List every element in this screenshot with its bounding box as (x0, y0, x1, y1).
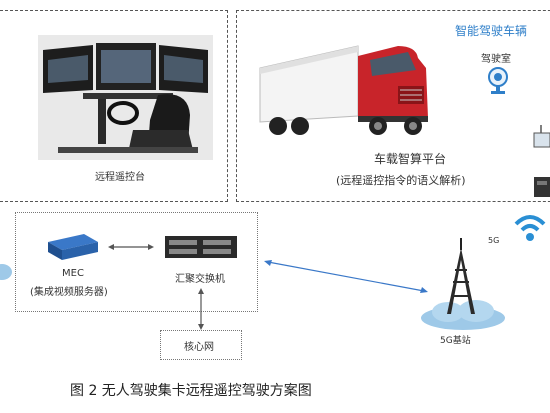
remote-console-image (38, 35, 213, 160)
device-icon (532, 175, 550, 199)
platform-subtitle: (远程遥控指令的语义解析) (336, 174, 466, 187)
base-station-cloud (418, 296, 508, 332)
mec-sub-label: (集成视频服务器) (30, 287, 108, 298)
wifi-icon (512, 210, 548, 244)
vehicle-system-title: 智能驾驶车辆 (455, 24, 528, 38)
router-icon (532, 125, 550, 151)
mec-label: MEC (62, 268, 84, 279)
network-region (15, 212, 258, 312)
remote-console-label: 远程遥控台 (95, 172, 145, 183)
console-region (0, 10, 228, 202)
switch-label: 汇聚交换机 (175, 274, 225, 285)
base-station-label: 5G基站 (440, 336, 471, 346)
core-network-label: 核心网 (184, 342, 214, 353)
mec-server-icon (44, 232, 100, 262)
aggregation-switch-icon (165, 236, 237, 258)
cab-label: 驾驶室 (481, 54, 511, 65)
core-network-box (160, 330, 242, 360)
camera-icon (486, 66, 510, 96)
figure-caption: 图 2 无人驾驶集卡远程遥控驾驶方案图 (70, 383, 312, 399)
cloud-fragment-icon (0, 262, 14, 282)
tower-5g-badge: 5G (488, 236, 500, 245)
platform-title: 车载智算平台 (374, 152, 447, 166)
vehicle-region (236, 10, 550, 202)
base-station-tower-icon (443, 238, 479, 314)
truck-image (258, 38, 433, 138)
